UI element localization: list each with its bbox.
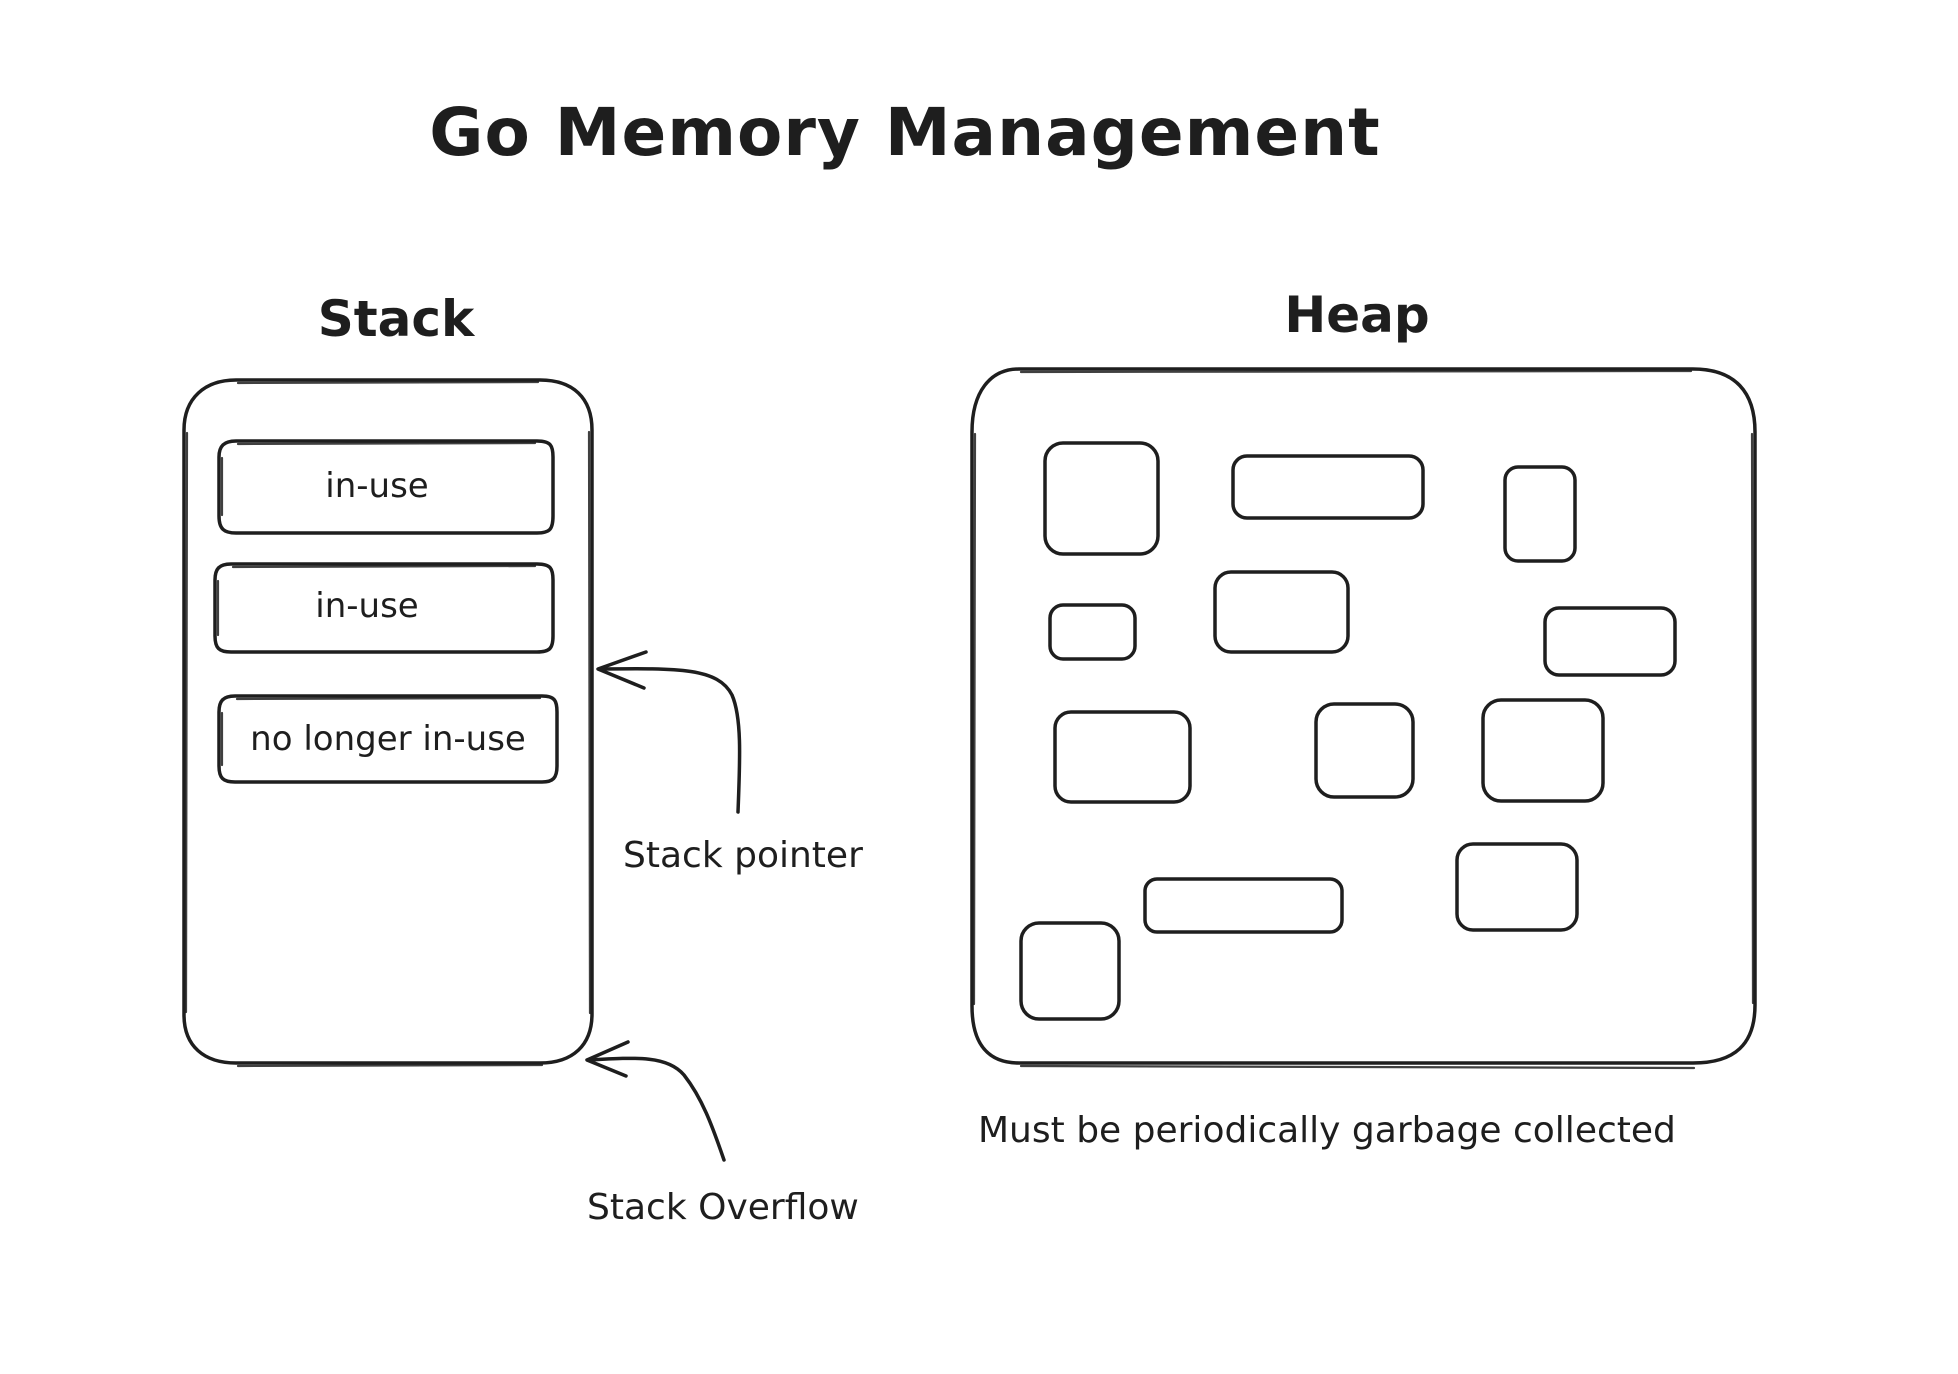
stack-frame-no-longer-in-use: no longer in-use: [217, 694, 559, 784]
diagram-title: Go Memory Management: [429, 94, 1380, 171]
stack-pointer-arrow: [596, 650, 742, 814]
heap-blocks: [1019, 441, 1677, 1021]
stack-overflow-arrow: [585, 1040, 726, 1162]
stack-overflow-label: Stack Overflow: [587, 1187, 859, 1228]
stack-frame-label: no longer in-use: [250, 719, 526, 759]
heap-block: [1053, 710, 1192, 804]
heap-block: [1143, 877, 1344, 934]
stack-heading: Stack: [318, 290, 476, 348]
stack-pointer-label: Stack pointer: [623, 835, 863, 876]
stack-frame-label: in-use: [325, 466, 428, 506]
stack-frame-in-use-2: in-use: [213, 562, 555, 654]
heap-block: [1043, 441, 1160, 556]
stack-frame-label: in-use: [315, 586, 418, 626]
heap-block: [1481, 698, 1605, 803]
heap-block: [1231, 454, 1425, 520]
stack-frame-in-use-1: in-use: [217, 439, 555, 535]
heap-container: [970, 367, 1757, 1070]
heap-block: [1213, 570, 1350, 654]
heap-block: [1019, 921, 1121, 1021]
stack-container: [182, 378, 594, 1068]
heap-block: [1314, 702, 1415, 799]
heap-block: [1543, 606, 1677, 677]
heap-block: [1455, 842, 1579, 932]
heap-block: [1503, 465, 1577, 563]
heap-block: [1048, 603, 1137, 661]
heap-caption: Must be periodically garbage collected: [978, 1110, 1676, 1151]
heap-heading: Heap: [1284, 286, 1429, 344]
